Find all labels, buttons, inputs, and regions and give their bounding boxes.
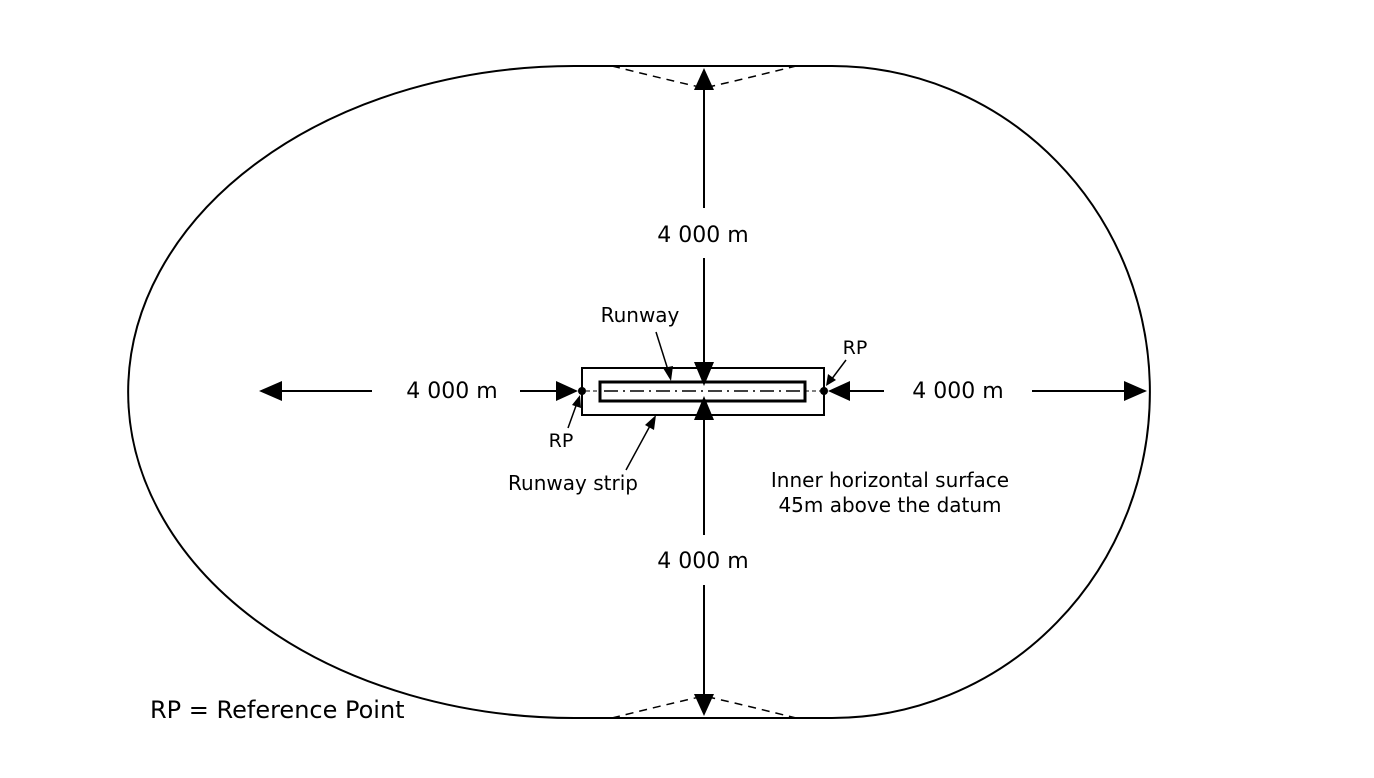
dimension-label-bottom: 4 000 m — [657, 549, 748, 574]
surface-label-line-2: 45m above the datum — [778, 493, 1001, 517]
runway-leader-arrowhead — [663, 366, 673, 381]
arrowhead-right-outer — [1124, 381, 1147, 401]
rp-left-leader-arrowhead — [572, 395, 581, 408]
runway-strip-leader — [625, 423, 652, 471]
surface-label-line-1: Inner horizontal surface — [771, 468, 1009, 492]
arrowhead-bottom-inner — [694, 396, 714, 420]
rp-label-left: RP — [549, 430, 574, 452]
arrowhead-top-inner — [694, 362, 714, 386]
dimension-label-left: 4 000 m — [406, 379, 497, 404]
arrowhead-right-inner — [828, 381, 850, 401]
rp-label-right: RP — [843, 337, 868, 359]
reference-point-left — [578, 387, 586, 395]
legend: RP = Reference Point — [150, 696, 405, 724]
reference-point-right — [820, 387, 828, 395]
arrowhead-bottom-outer — [694, 694, 714, 716]
rp-left-leader — [567, 402, 578, 429]
dimension-label-right: 4 000 m — [912, 379, 1003, 404]
arrowhead-left-inner — [556, 381, 578, 401]
runway-strip-label: Runway strip — [508, 471, 638, 495]
runway-label: Runway — [601, 303, 680, 327]
surface-boundary — [127, 65, 1151, 719]
dimension-label-top: 4 000 m — [657, 223, 748, 248]
arrowhead-left-outer — [259, 381, 282, 401]
dashed-arc-bottom — [611, 695, 797, 719]
runway-strip-leader-arrowhead — [645, 415, 656, 430]
runway-leader — [655, 331, 669, 371]
dashed-arc-top — [611, 65, 797, 89]
rp-right-leader — [830, 359, 847, 381]
rp-right-leader-arrowhead — [826, 374, 836, 386]
arrowhead-top-outer — [694, 68, 714, 90]
